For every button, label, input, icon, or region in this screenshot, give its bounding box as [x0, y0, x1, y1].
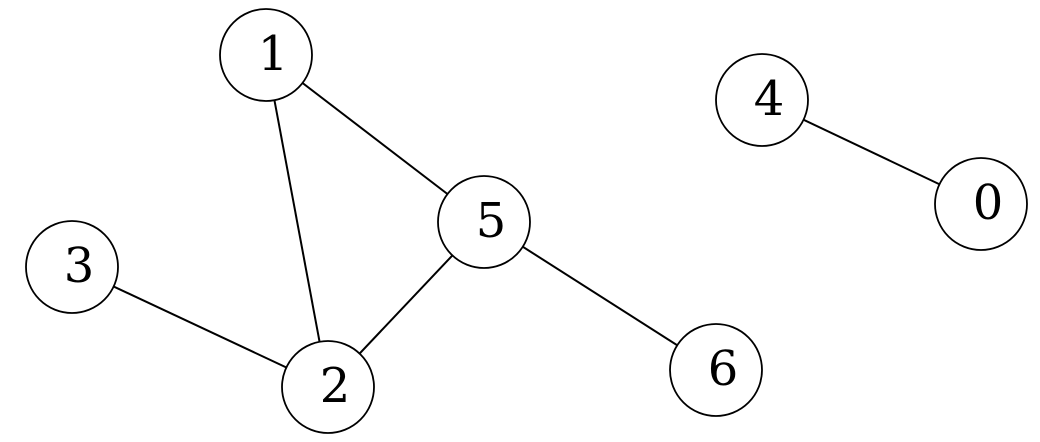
graph-edge-1-2 — [265, 54, 329, 388]
graph-node-label-6: 6 — [708, 341, 739, 397]
graph-node-0: 0 — [934, 157, 1028, 251]
graph-node-label-4: 4 — [754, 71, 785, 127]
graph-node-circle-2 — [281, 340, 375, 434]
graph-node-4: 4 — [715, 53, 809, 147]
graph-node-circle-1 — [219, 8, 313, 102]
graph-node-label-1: 1 — [258, 26, 289, 82]
graph-node-circle-0 — [934, 157, 1028, 251]
graph-node-2: 2 — [281, 340, 375, 434]
graph-node-circle-4 — [715, 53, 809, 147]
graph-edge-2-3 — [71, 266, 329, 388]
node-layer: 0 1 2 3 4 5 6 — [25, 8, 1028, 434]
graph-node-1: 1 — [219, 8, 313, 102]
graph-node-label-2: 2 — [320, 358, 351, 414]
graph-node-3: 3 — [25, 220, 119, 314]
graph-node-circle-6 — [669, 323, 763, 417]
graph-node-circle-5 — [437, 175, 531, 269]
graph-node-label-5: 5 — [476, 193, 507, 249]
graph-node-label-3: 3 — [64, 238, 95, 294]
graph-node-label-0: 0 — [973, 175, 1004, 231]
graph-node-circle-3 — [25, 220, 119, 314]
graph-node-5: 5 — [437, 175, 531, 269]
graph-node-6: 6 — [669, 323, 763, 417]
